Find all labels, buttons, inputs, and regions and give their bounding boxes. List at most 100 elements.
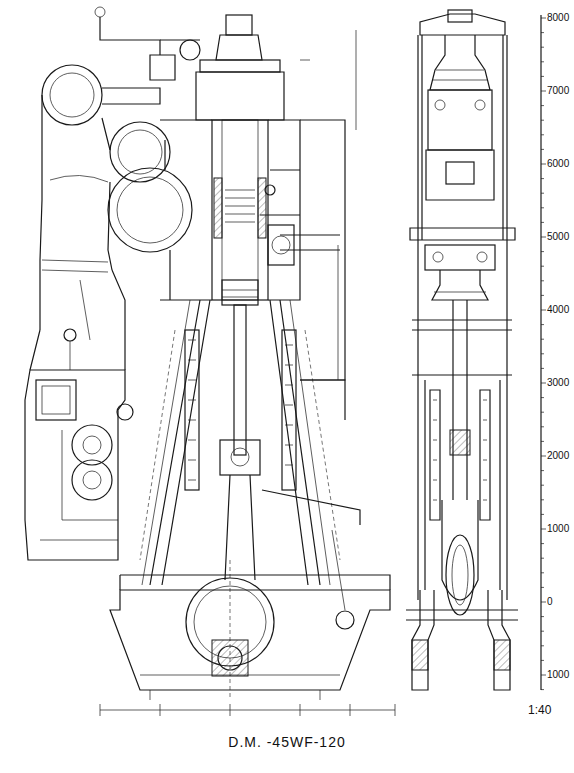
- scale-tick: [541, 61, 544, 62]
- drawing-stroke: [160, 39, 200, 40]
- scale-number: 6000: [547, 159, 569, 169]
- drawing-stroke: [494, 640, 510, 670]
- scale-tick: [541, 675, 546, 676]
- drawing-stroke: [188, 340, 196, 480]
- drawing-stroke: [150, 300, 320, 585]
- drawing-stroke: [120, 575, 390, 590]
- scale-tick: [541, 310, 546, 311]
- drawing-stroke: [185, 330, 199, 490]
- drawing-stroke: [285, 345, 293, 465]
- drawing-stroke: [260, 170, 300, 215]
- drawing-stroke: [406, 610, 518, 620]
- scale-tick: [541, 689, 544, 690]
- drawing-stroke: [231, 448, 249, 466]
- drawing-stroke: [83, 436, 101, 454]
- dimension-line: [100, 560, 395, 716]
- scale-tick: [541, 178, 544, 179]
- scale-tick: [541, 149, 544, 150]
- drawing-stroke: [435, 100, 445, 110]
- drawing-stroke: [430, 390, 490, 520]
- drawing-stroke: [262, 490, 360, 525]
- scale-tick: [541, 631, 544, 632]
- drawing-stroke: [332, 530, 345, 610]
- scale-tick: [541, 587, 544, 588]
- drawing-stroke: [36, 380, 76, 420]
- drawing-stroke: [446, 162, 474, 184]
- scale-number: 1000: [547, 524, 569, 534]
- scale-tick: [541, 485, 544, 486]
- drawing-stroke: [200, 60, 280, 72]
- drawing-stroke: [234, 305, 246, 455]
- right-rods: [280, 30, 356, 420]
- scale-tick: [541, 645, 544, 646]
- drawing-stroke: [140, 675, 340, 700]
- drawing-stroke: [412, 590, 434, 690]
- drawing-stroke: [300, 30, 356, 380]
- scale-tick: [541, 339, 544, 340]
- drawing-stroke: [225, 190, 255, 222]
- scale-tick: [541, 441, 544, 442]
- drawing-stroke: [72, 425, 112, 465]
- crankcase: [110, 575, 390, 700]
- drawing-stroke: [222, 280, 258, 305]
- drawing-stroke: [448, 10, 472, 22]
- scale-tick: [541, 280, 544, 281]
- scale-tick: [541, 660, 544, 661]
- scale-tick: [541, 222, 544, 223]
- drawing-stroke: [214, 178, 222, 238]
- drawing-caption: D.M. -45WF-120: [228, 735, 345, 749]
- drawing-stroke: [412, 640, 428, 670]
- scale-tick: [541, 558, 544, 559]
- drawing-stroke: [42, 386, 70, 414]
- scale-tick: [541, 295, 544, 296]
- scale-tick: [541, 237, 546, 238]
- drawing-stroke: [40, 430, 118, 540]
- scale-number: 2000: [547, 451, 569, 461]
- drawing-stroke: [50, 73, 94, 117]
- scale-tick: [541, 134, 544, 135]
- drawing-stroke: [426, 150, 494, 200]
- drawing-stroke: [453, 300, 467, 500]
- drawing-stroke: [42, 175, 108, 272]
- drawing-stroke: [216, 35, 262, 60]
- scale-tick: [541, 572, 544, 573]
- scale-tick: [541, 120, 544, 121]
- scale-tick: [541, 76, 544, 77]
- scale-tick: [541, 251, 544, 252]
- drawing-stroke: [100, 17, 175, 80]
- drawing-stroke: [180, 40, 200, 60]
- scale-number: 7000: [547, 86, 569, 96]
- drawing-stroke: [410, 228, 515, 240]
- scale-tick: [541, 543, 544, 544]
- scale-number: 1000: [547, 670, 569, 680]
- scale-tick: [541, 105, 544, 106]
- scale-tick: [541, 426, 544, 427]
- drawing-stroke: [412, 320, 512, 375]
- drawing-stroke: [300, 380, 345, 420]
- scale-tick: [541, 470, 544, 471]
- drawing-stroke: [268, 225, 294, 265]
- drawing-stroke: [420, 14, 505, 35]
- drawing-stroke: [222, 290, 258, 297]
- drawing-stroke: [442, 500, 478, 600]
- drawing-stroke: [140, 330, 340, 560]
- drawing-stroke: [95, 7, 105, 17]
- drawing-stroke: [222, 120, 258, 300]
- scale-tick: [541, 456, 546, 457]
- drawing-stroke: [265, 185, 275, 195]
- a-frame: [140, 300, 360, 629]
- scale-tick: [541, 368, 544, 369]
- drawing-stroke: [280, 235, 340, 250]
- drawing-stroke: [102, 88, 160, 104]
- end-view: [406, 10, 518, 690]
- scale-tick: [541, 514, 544, 515]
- scale-number: 0: [547, 597, 553, 607]
- drawing-stroke: [452, 545, 468, 605]
- scale-number: 3000: [547, 378, 569, 388]
- scale-tick: [541, 18, 546, 19]
- drawing-stroke: [226, 15, 252, 35]
- drawing-stroke: [450, 430, 470, 455]
- scale-tick: [541, 616, 544, 617]
